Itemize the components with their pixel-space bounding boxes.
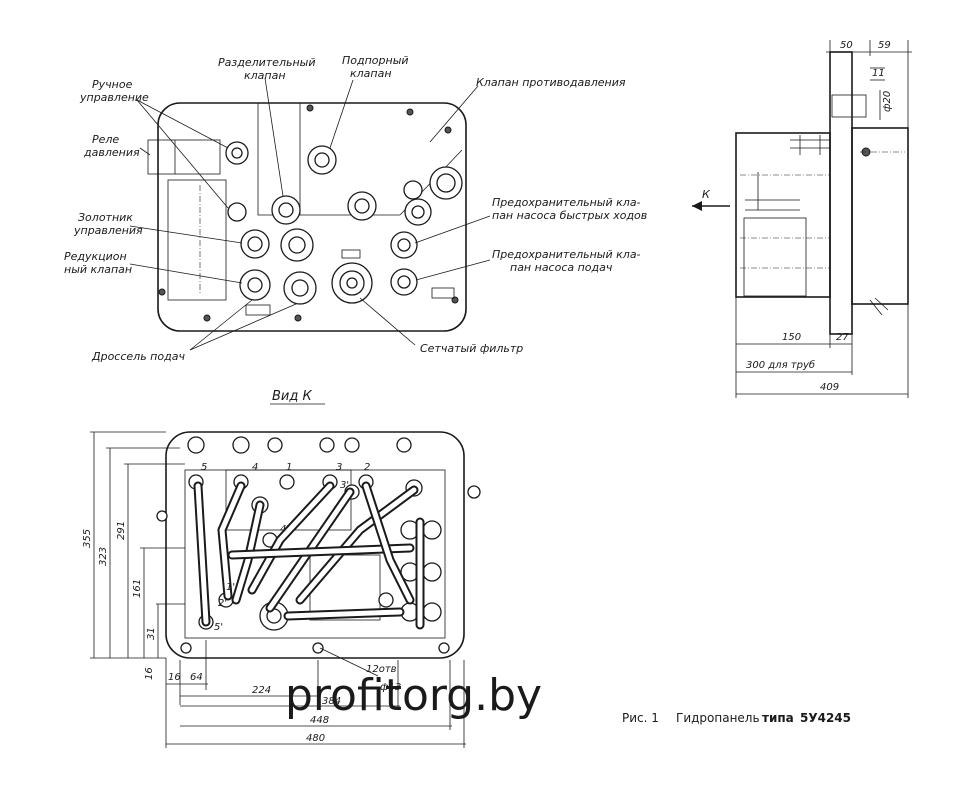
port-num-1: 1 (286, 462, 292, 473)
dim-holes-count: 12отв (366, 664, 397, 675)
dim-27: 27 (836, 332, 849, 343)
left-housing (167, 179, 227, 301)
pressure-relay-body (147, 139, 221, 175)
front-ports (158, 104, 463, 322)
dim-323: 323 (98, 547, 109, 566)
label-control-spool-1: Золотник (78, 211, 133, 224)
dim-224: 224 (252, 685, 271, 696)
view-k-pipes (193, 481, 425, 630)
label-mesh-filter: Сетчатый фильтр (420, 342, 523, 355)
port-num-1p: 1' (226, 582, 235, 593)
label-reducing-valve-2: ный клапан (64, 263, 132, 276)
port-num-4p: 4' (280, 524, 289, 535)
label-safety-feed-2: пан насоса подач (510, 261, 613, 274)
port-num-2p: 2' (218, 598, 227, 609)
port-num-2: 2 (364, 462, 370, 473)
dim-409: 409 (820, 382, 839, 393)
label-control-spool-2: управления (73, 224, 143, 237)
view-k-title: Вид К (272, 389, 312, 404)
dim-480: 480 (306, 733, 325, 744)
dim-50: 50 (840, 40, 853, 51)
label-boost-valve-1: Подпорный (342, 54, 409, 67)
dim-300: 300 для труб (746, 359, 815, 371)
caption-type-word: типа (762, 711, 794, 725)
label-separating-valve-2: клапан (244, 69, 286, 82)
dim-355: 355 (82, 529, 93, 548)
caption-model: 5У4245 (800, 711, 851, 725)
dim-16-v: 16 (144, 667, 155, 680)
port-num-3: 3 (336, 462, 342, 473)
caption-fig: Рис. 1 (622, 711, 659, 725)
view-k: Вид К (82, 389, 481, 748)
dim-59: 59 (878, 40, 891, 51)
port-num-4: 4 (252, 462, 258, 473)
dim-161: 161 (132, 579, 143, 598)
port-num-5: 5 (201, 462, 207, 473)
dim-16-h: 16 (168, 672, 181, 683)
dim-64: 64 (190, 672, 203, 683)
dim-448: 448 (310, 715, 329, 726)
dim-150: 150 (782, 332, 801, 343)
label-safety-feed-1: Предохранительный кла- (492, 248, 641, 261)
port-num-3p: 3' (340, 480, 349, 491)
side-view: К 50 59 11 ф20 150 27 300 для труб 409 (692, 40, 912, 398)
label-reducing-valve-1: Редукцион (64, 250, 127, 263)
dim-384: 384 (322, 696, 341, 707)
view-k-arrow-label: К (702, 188, 711, 201)
panel-outline (157, 102, 467, 332)
label-safety-fast-2: пан насоса быстрых ходов (492, 209, 647, 222)
dim-291: 291 (116, 521, 127, 540)
label-pressure-relay-1: Реле (92, 133, 119, 146)
port-num-5p: 5' (214, 622, 223, 633)
label-feed-throttle: Дроссель подач (91, 350, 185, 363)
label-boost-valve-2: клапан (350, 67, 392, 80)
side-body (735, 132, 831, 298)
label-separating-valve-1: Разделительный (218, 56, 316, 69)
dim-holes-dia: ф13 (380, 682, 401, 693)
side-plate (829, 51, 853, 335)
front-leaders (129, 77, 491, 351)
front-view: Ручное управление Реле давления Золотник… (64, 54, 647, 363)
label-backpressure-valve: Клапан противодавления (476, 76, 626, 89)
dim-20: ф20 (882, 91, 893, 112)
dim-31: 31 (146, 627, 157, 640)
label-manual-control-1: Ручное (92, 78, 133, 91)
side-manifold (851, 127, 909, 305)
caption-text: Гидропанель (676, 711, 760, 725)
label-safety-fast-1: Предохранительный кла- (492, 196, 641, 209)
label-pressure-relay-2: давления (83, 146, 140, 159)
watermark: profitorg.by (285, 670, 542, 721)
view-k-outline (165, 431, 465, 659)
figure-caption: Рис. 1 Гидропанель типа 5У4245 (622, 711, 851, 725)
dim-11: 11 (872, 68, 885, 79)
label-manual-control-2: управление (79, 91, 149, 104)
